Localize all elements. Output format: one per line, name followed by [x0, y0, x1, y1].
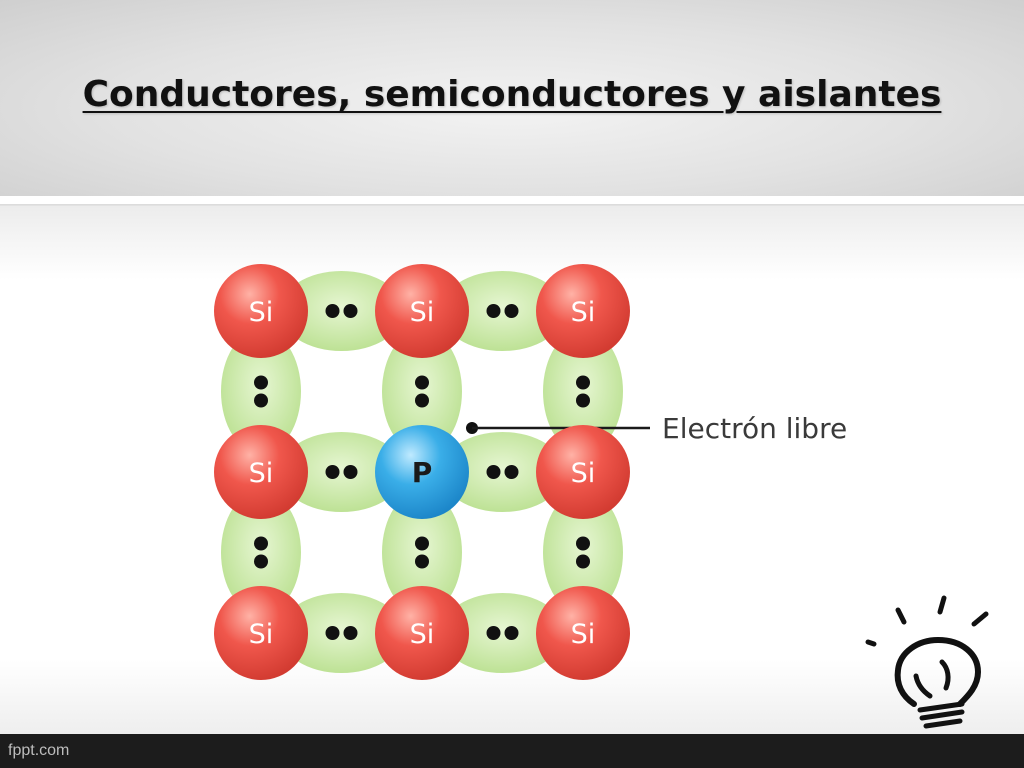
bonds-layer — [221, 271, 623, 673]
bond-electron — [254, 554, 268, 569]
silicon-atom: Si — [536, 586, 630, 680]
bond-electron — [576, 554, 590, 569]
bond-electron — [254, 375, 268, 390]
atom-label: Si — [249, 297, 274, 328]
atom-label: Si — [571, 458, 596, 489]
footer-watermark: fppt.com — [8, 742, 70, 759]
lightbulb-idea-icon — [865, 595, 989, 729]
covalent-bond — [440, 432, 565, 512]
phosphorus-atom: P — [375, 425, 469, 519]
covalent-bond — [382, 329, 462, 454]
bond-electron — [576, 393, 590, 408]
bond-electron — [343, 626, 358, 640]
slide-title: Conductores, semiconductores y aislantes — [82, 74, 942, 115]
bond-electron — [415, 536, 429, 551]
silicon-atom: Si — [536, 264, 630, 358]
bond-electron — [415, 393, 429, 408]
bond-electron — [325, 304, 340, 318]
covalent-bond — [543, 490, 623, 615]
bond-electron — [343, 465, 358, 479]
bond-electron — [325, 465, 340, 479]
bond-electron — [325, 626, 340, 640]
covalent-bond — [279, 432, 404, 512]
bond-electron — [576, 536, 590, 551]
bond-electron — [504, 304, 519, 318]
bond-electron — [486, 465, 501, 479]
bond-electron — [504, 626, 519, 640]
atom-label: Si — [571, 619, 596, 650]
annotation-layer: Electrón libre — [466, 412, 847, 445]
silicon-atom: Si — [375, 264, 469, 358]
covalent-bond — [279, 271, 404, 351]
atom-label: Si — [571, 297, 596, 328]
bond-electron — [486, 626, 501, 640]
silicon-atom: Si — [214, 425, 308, 519]
atom-label: Si — [249, 619, 274, 650]
bond-electron — [254, 536, 268, 551]
bond-electron — [486, 304, 501, 318]
bond-electron — [415, 375, 429, 390]
footer-bar — [0, 734, 1024, 768]
covalent-bond — [543, 329, 623, 454]
silicon-atom: Si — [214, 264, 308, 358]
atom-label: P — [412, 456, 433, 489]
covalent-bond — [221, 329, 301, 454]
bond-electron — [254, 393, 268, 408]
atom-label: Si — [249, 458, 274, 489]
covalent-bond — [221, 490, 301, 615]
bond-electron — [504, 465, 519, 479]
covalent-bond — [382, 490, 462, 615]
covalent-bond — [440, 271, 565, 351]
silicon-atom: Si — [214, 586, 308, 680]
silicon-atom: Si — [375, 586, 469, 680]
bond-electron — [343, 304, 358, 318]
atom-label: Si — [410, 619, 435, 650]
header-band — [0, 0, 1024, 196]
covalent-bond — [279, 593, 404, 673]
covalent-bond — [440, 593, 565, 673]
free-electron-label: Electrón libre — [662, 412, 847, 445]
bond-electron — [415, 554, 429, 569]
atom-label: Si — [410, 297, 435, 328]
bond-electron — [576, 375, 590, 390]
silicon-atom: Si — [536, 425, 630, 519]
header-divider — [0, 196, 1024, 206]
